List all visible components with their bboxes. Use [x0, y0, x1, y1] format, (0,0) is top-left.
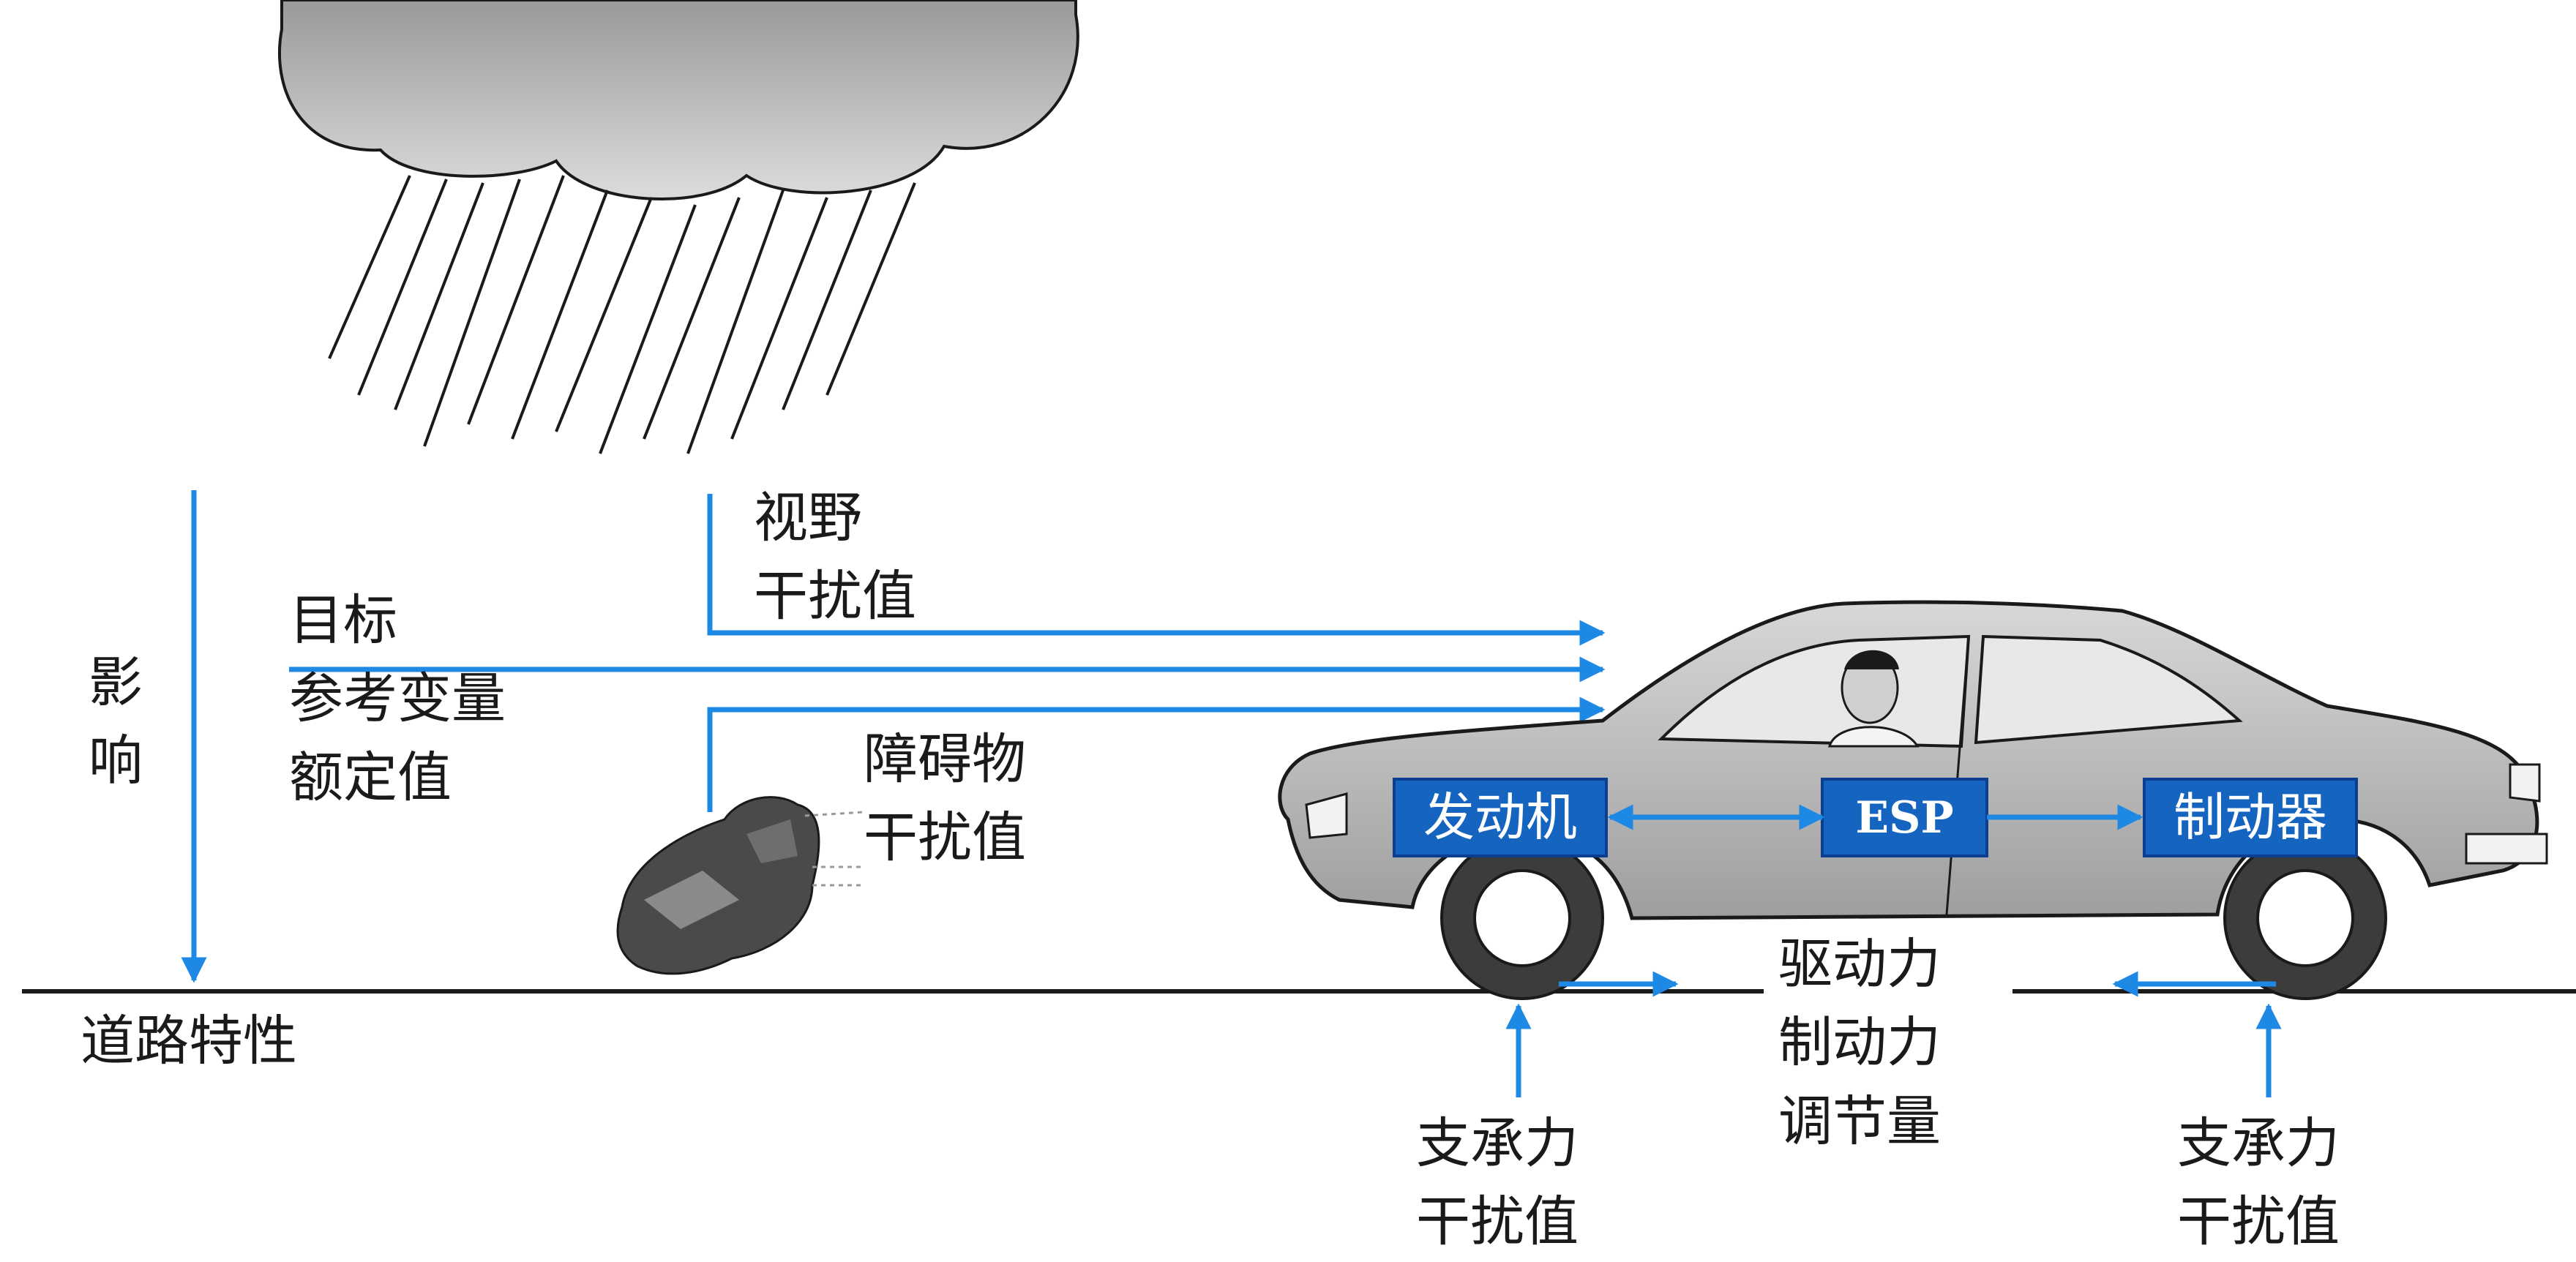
support-force-rear-label: 支承力 干扰值 [2177, 1112, 2340, 1254]
esp-box-label: ESP [1855, 792, 1954, 844]
visibility-disturbance-label: 视野 干扰值 [754, 487, 916, 628]
visibility-arrow [707, 494, 1606, 646]
esp-box [1821, 778, 1988, 857]
rain-cloud-icon [278, 0, 1079, 454]
obstacle-arrow [707, 696, 1606, 812]
engine-box-label: 发动机 [1423, 787, 1577, 847]
target-reference-label: 目标 参考变量 额定值 [289, 589, 506, 809]
brake-box [2143, 778, 2358, 857]
road-properties-label: 道路特性 [80, 1010, 297, 1073]
driver-icon [1828, 650, 1920, 748]
obstacle-icon [616, 796, 864, 975]
support-force-front-label: 支承力 干扰值 [1416, 1112, 1579, 1254]
influence-label: 影响 [89, 651, 143, 793]
obstacle-disturbance-label: 障碍物 干扰值 [864, 728, 1026, 870]
engine-box [1393, 778, 1608, 857]
drive-brake-force-label: 驱动力 制动力 调节量 [1778, 933, 1941, 1153]
brake-box-label: 制动器 [2174, 787, 2327, 847]
